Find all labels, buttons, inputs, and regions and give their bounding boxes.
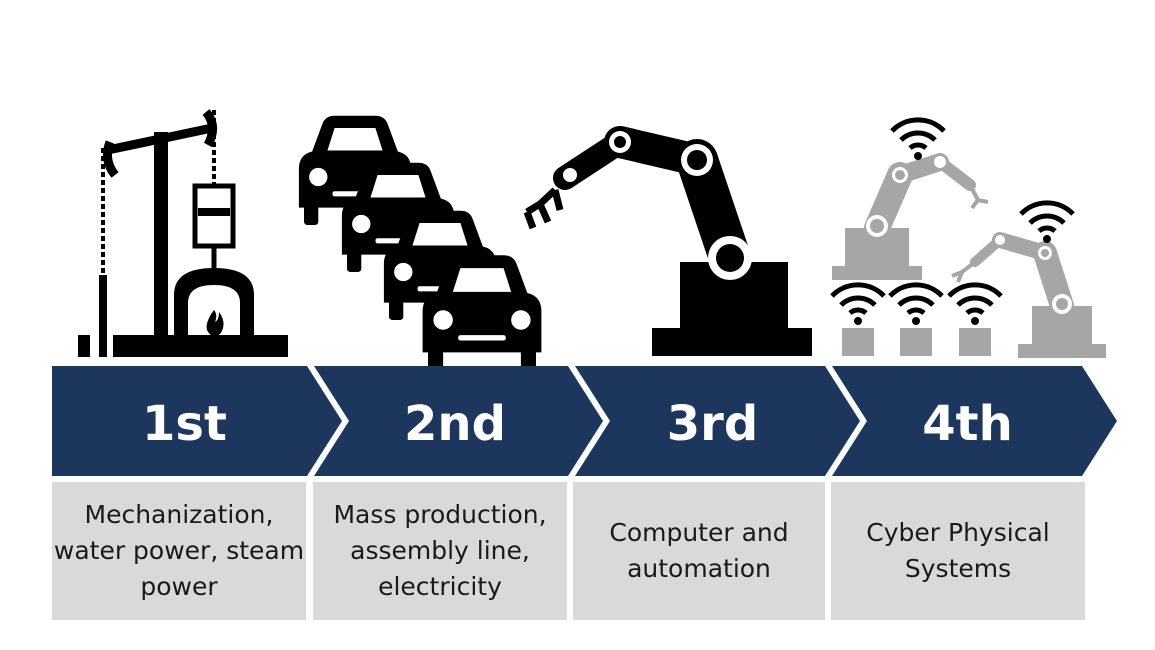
stage-description-box-1: Mechanization, water power, steam power bbox=[52, 482, 306, 620]
stage-label-4: 4th bbox=[922, 396, 1013, 452]
chevron-3 bbox=[575, 366, 860, 476]
stage-label-1: 1st bbox=[142, 396, 227, 452]
icons-layer bbox=[78, 109, 1106, 370]
robot-arm-icon bbox=[523, 126, 812, 356]
chevron-2 bbox=[314, 366, 603, 476]
chevron-4 bbox=[832, 366, 1117, 476]
stage-description-box-4: Cyber Physical Systems bbox=[831, 482, 1085, 620]
stage-label-2: 2nd bbox=[404, 396, 506, 452]
stage-description-box-3: Computer and automation bbox=[573, 482, 825, 620]
stage-description-2: Mass production, assembly line, electric… bbox=[333, 500, 547, 601]
stage-description-1: Mechanization, water power, steam power bbox=[53, 500, 305, 601]
steam-engine-icon bbox=[78, 109, 288, 357]
stage-description-3: Computer and automation bbox=[609, 518, 789, 583]
cyber-physical-icon bbox=[832, 120, 1106, 358]
stage-description-4: Cyber Physical Systems bbox=[866, 518, 1050, 583]
chevron-1 bbox=[52, 366, 342, 476]
stage-description-box-2: Mass production, assembly line, electric… bbox=[313, 482, 567, 620]
stage-label-3: 3rd bbox=[666, 396, 759, 452]
